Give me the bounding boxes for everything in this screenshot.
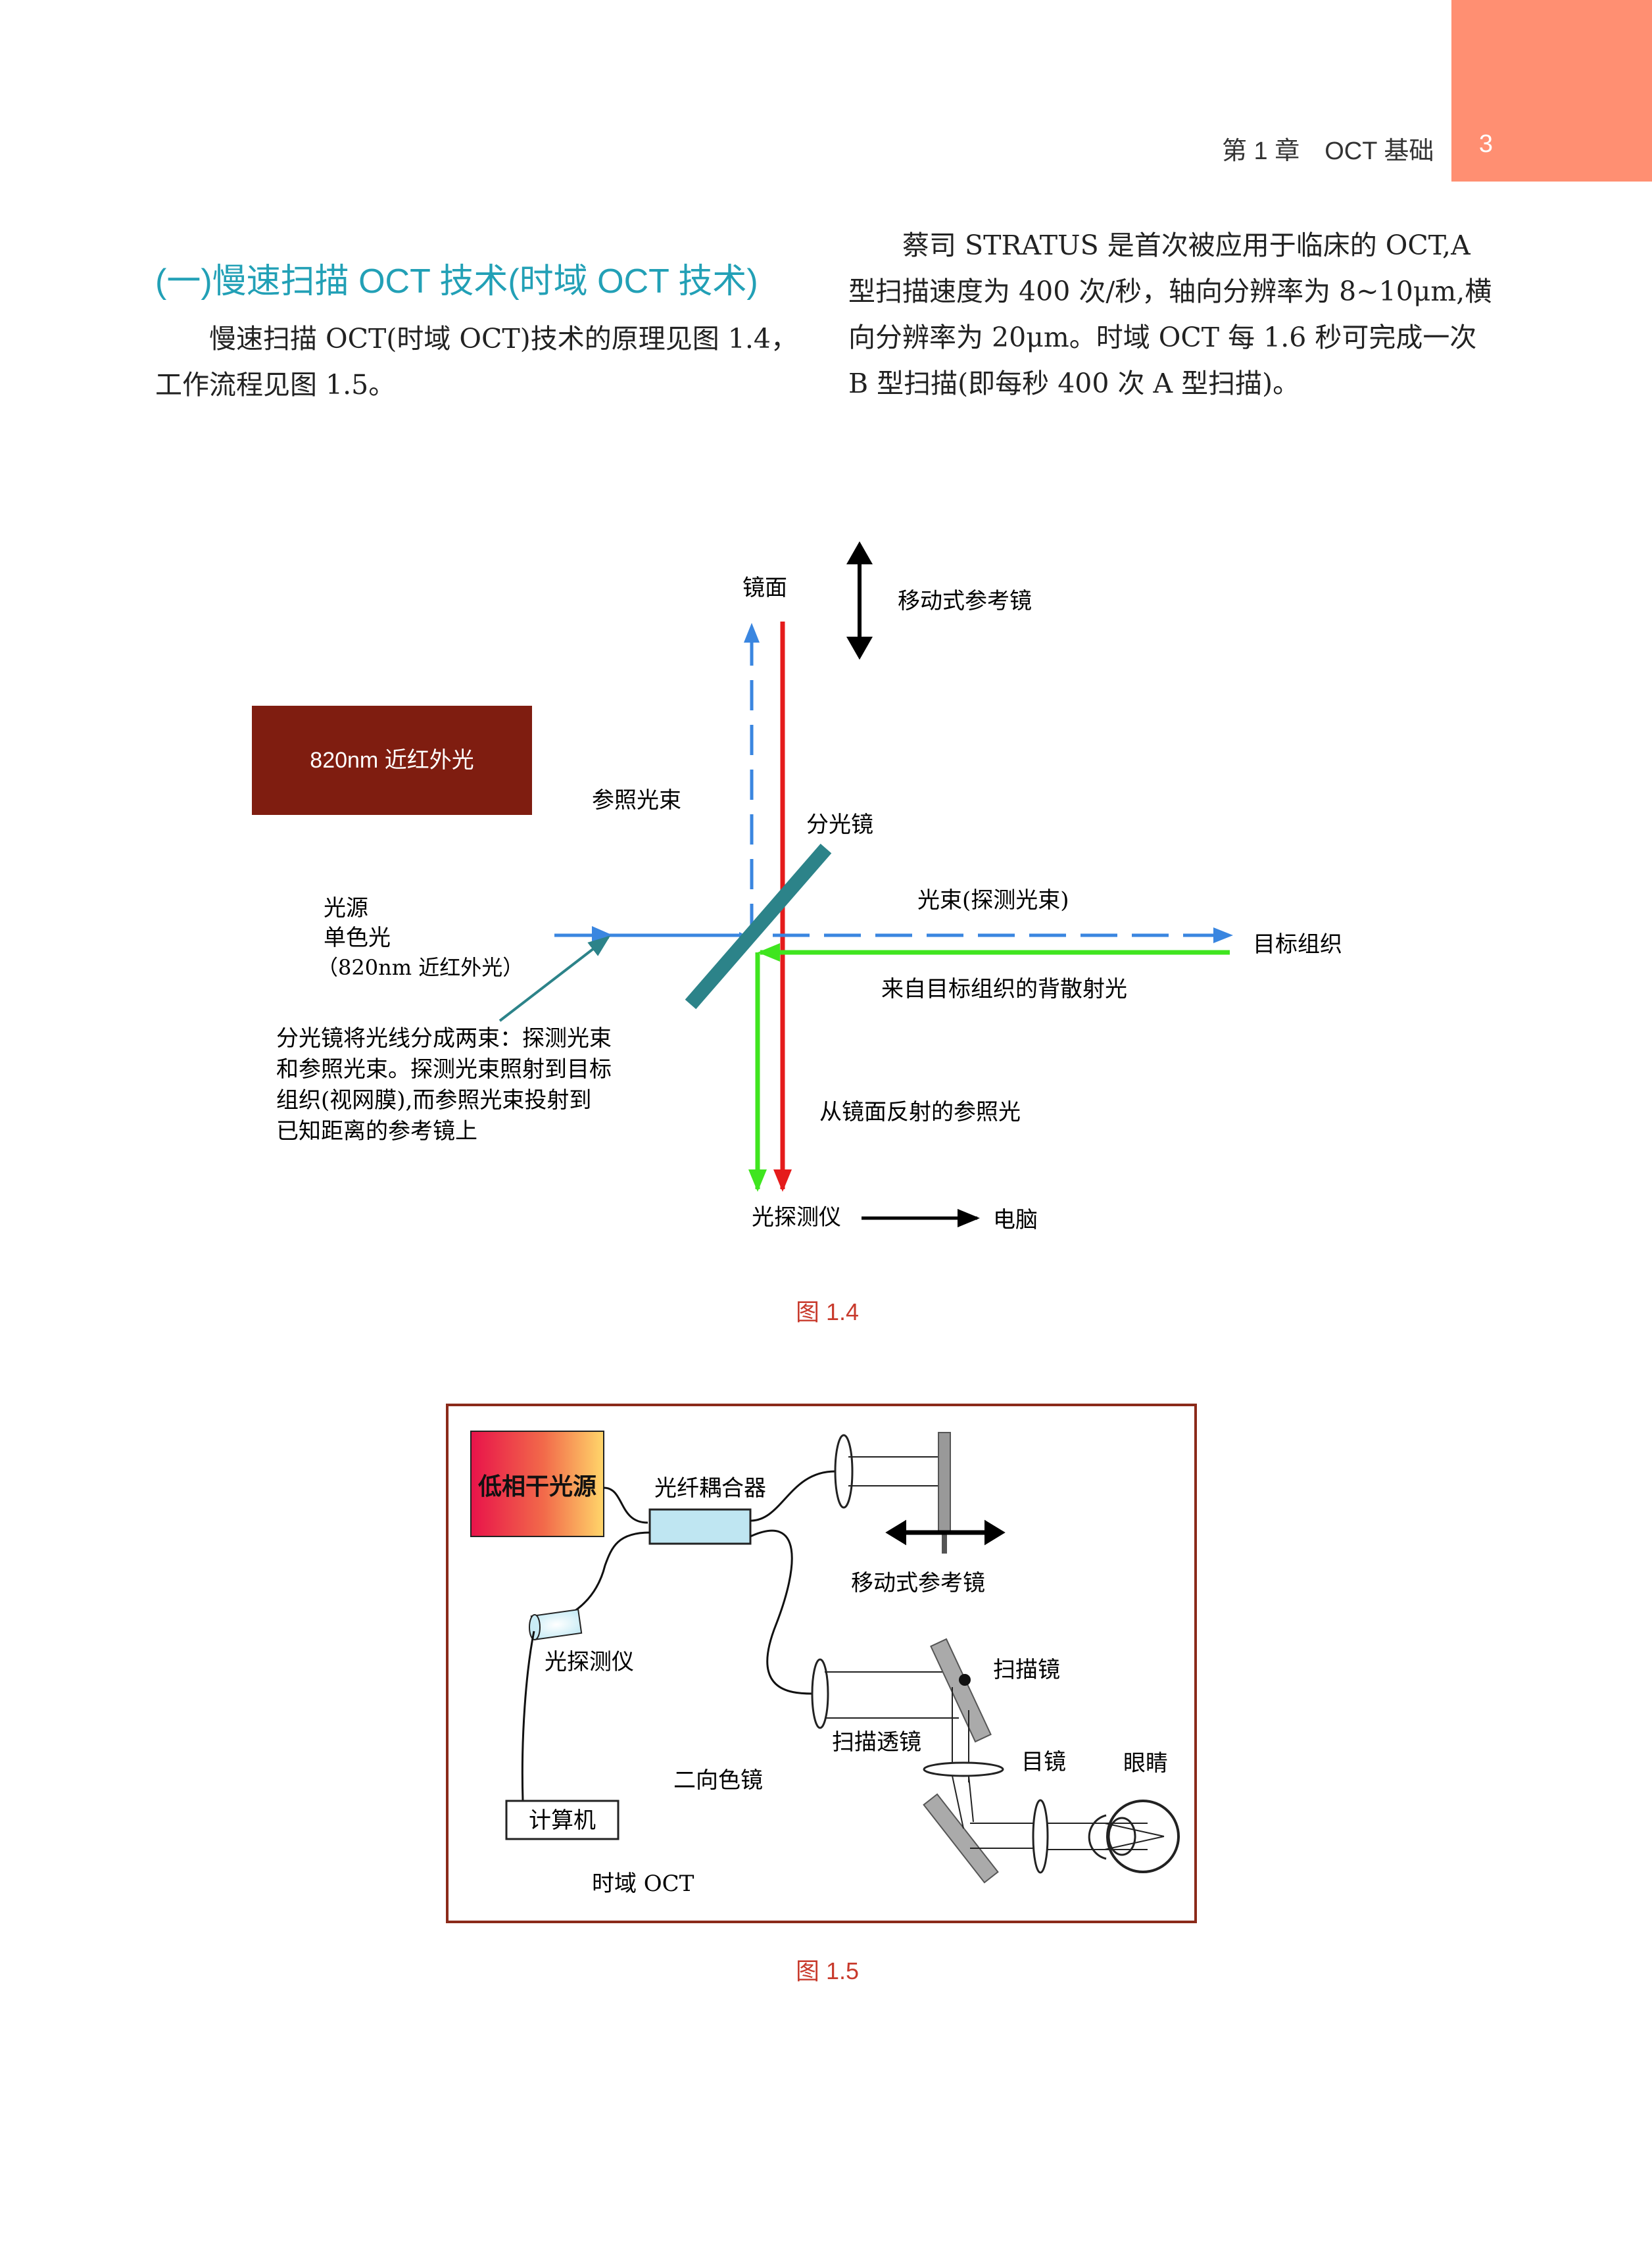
cornea-icon [1088,1814,1107,1860]
note-line-4: 已知距离的参考镜上 [276,1118,477,1144]
figure-1-4: 镜面 移动式参考镜 820nm 近红外光 参照光束 光束(探测光束) 目标组织 … [252,541,1342,1233]
arrow-right-icon [984,1519,1006,1546]
fiber-source [603,1486,648,1524]
ref-beam-label: 参照光束 [592,787,681,814]
eyepiece-label: 目镜 [1021,1749,1066,1775]
dichroic-mirror [923,1793,999,1884]
note-line-3: 组织(视网膜),而参照光束投射到 [276,1087,591,1114]
detector-label: 光探测仪 [752,1204,841,1231]
detector-end [529,1614,541,1640]
mirror-face-label: 镜面 [742,575,787,601]
scan-mirror-pivot [959,1674,971,1686]
note-pointer-arrow [498,935,611,1022]
backscatter-label: 来自目标组织的背散射光 [881,976,1127,1002]
dichroic-label: 二向色镜 [673,1767,763,1794]
left-paragraph: 慢速扫描 OCT(时域 OCT)技术的原理见图 1.4，工作流程见图 1.5。 [155,316,806,408]
computer-label: 计算机 [529,1807,596,1834]
low-coherence-source-label: 低相干光源 [478,1473,596,1500]
fiber-coupler [648,1508,752,1545]
reflected-ref-label: 从镜面反射的参照光 [819,1099,1021,1125]
dichroic-ray-2 [968,1775,974,1823]
arrow-up-icon [846,541,873,564]
scan-mirror-label: 扫描镜 [993,1657,1060,1683]
reference-lens [834,1434,854,1509]
note-line-1: 分光镜将光线分成两束：探测光束 [276,1025,612,1052]
right-paragraph: 蔡司 STRATUS 是首次被应用于临床的 OCT,A 型扫描速度为 400 次… [848,222,1499,406]
scan-lens-label: 扫描透镜 [832,1729,921,1755]
section-heading: (一)慢速扫描 OCT 技术(时域 OCT 技术) [155,262,758,301]
reference-mirror [938,1432,951,1532]
figure-1-5-caption: 图 1.5 [796,1957,860,1984]
moving-ref-mirror-label: 移动式参考镜 [851,1570,985,1596]
time-domain-label: 时域 OCT [592,1871,694,1897]
scan-lens [923,1761,1004,1777]
chapter-title: 第 1 章 OCT 基础 [1222,137,1434,165]
note-line-2: 和参照光束。探测光束照射到目标 [276,1056,612,1083]
eye-label: 眼睛 [1123,1750,1168,1777]
arrow-left-icon [885,1519,906,1546]
left-paragraph-text: 慢速扫描 OCT(时域 OCT)技术的原理见图 1.4，工作流程见图 1.5。 [155,323,798,401]
scan-mirror [930,1638,992,1743]
source-label-1: 光源 [324,895,368,921]
detector-wire [521,1631,535,1802]
source-label-2: 单色光 [324,925,391,951]
page-tab [1451,0,1652,182]
figure-1-4-caption: 图 1.4 [796,1298,860,1325]
eye-icon [1106,1800,1180,1873]
moving-ref-mirror-label: 移动式参考镜 [898,588,1032,614]
beam-splitter [685,843,832,1010]
source-label-3: （820nm 近红外光） [317,955,523,980]
fiber-coupler-label: 光纤耦合器 [654,1475,766,1502]
collimating-lens [811,1658,829,1729]
source-box [252,706,532,815]
source-box-label: 820nm 近红外光 [310,748,474,773]
crystalline-lens-icon [1107,1817,1136,1856]
dichroic-ray-1 [952,1775,964,1829]
beam-splitter-label: 分光镜 [806,812,873,838]
eyepiece-lens [1032,1799,1049,1874]
target-tissue-label: 目标组织 [1253,931,1342,958]
page-number: 3 [1478,130,1494,158]
arrow-down-icon [846,637,873,660]
fiber-reference [750,1470,836,1522]
fiber-sample [750,1529,813,1695]
computer-box [505,1800,620,1840]
detector-label: 光探测仪 [545,1649,634,1675]
figure-1-5: 低相干光源 光纤耦合器 移动式参考镜 光探测仪 计算机 扫描镜 扫描透镜 二向色… [446,1404,1197,1923]
low-coherence-source-box [470,1431,604,1537]
right-paragraph-text: 蔡司 STRATUS 是首次被应用于临床的 OCT,A 型扫描速度为 400 次… [848,230,1492,399]
probe-beam-label: 光束(探测光束) [917,887,1069,914]
computer-label: 电脑 [993,1207,1038,1233]
